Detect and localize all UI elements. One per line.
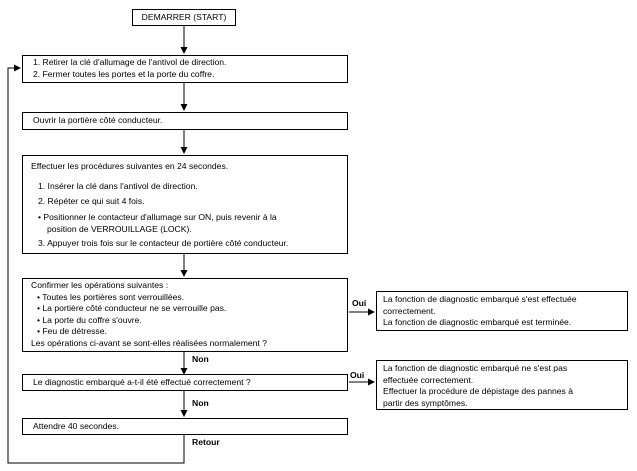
step4-item-2: • La portière côté conducteur ne se verr… [37,303,227,313]
step3-item-bullet-cont: position de VERROUILLAGE (LOCK). [47,224,192,234]
label-retour: Retour [192,437,220,447]
result1-line-3: La fonction de diagnostic embarqué est t… [383,317,572,327]
label-oui-2: Oui [350,370,365,380]
step3-box: Effectuer les procédures suivantes en 24… [22,155,348,254]
label-non-2: Non [192,398,209,408]
step1-line-1: 1. Retirer la clé d'allumage de l'antivo… [33,57,227,67]
result1-line-2: correctement. [383,305,436,316]
result2-line-3: Effectuer la procédure de dépistage des … [383,386,573,396]
step4-item-3: • La porte du coffre s'ouvre. [37,314,142,325]
arrow-retour-loop [7,64,185,464]
result1-line-1: La fonction de diagnostic embarqué s'est… [383,294,577,304]
step6-box: Attendre 40 secondes. [22,418,348,435]
step4-item-4: • Feu de détresse. [37,326,107,336]
result2-line-4: partir des symptômes. [383,397,468,408]
step3-item-bullet: • Positionner le contacteur d'allumage s… [38,212,277,222]
step4-box: Confirmer les opérations suivantes : • T… [22,278,348,352]
step4-item-1: • Toutes les portières sont verrouillées… [37,291,185,302]
step3-item-2: 2. Répéter ce qui suit 4 fois. [38,196,145,206]
step1-box: 1. Retirer la clé d'allumage de l'antivo… [22,55,348,83]
start-box: DEMARRER (START) [132,9,236,26]
step3-intro: Effectuer les procédures suivantes en 24… [31,161,229,171]
step2-box: Ouvrir la portière côté conducteur. [22,112,348,130]
label-oui-1: Oui [352,298,367,308]
result1-box: La fonction de diagnostic embarqué s'est… [376,291,628,331]
step6-text: Attendre 40 secondes. [33,421,119,431]
step3-item-1: 1. Insérer la clé dans l'antivol de dire… [38,181,198,191]
start-label: DEMARRER (START) [141,12,227,22]
label-non-1: Non [192,354,209,364]
step4-intro: Confirmer les opérations suivantes : [31,280,169,290]
step3-item-3: 3. Appuyer trois fois sur le contacteur … [38,238,289,248]
result2-line-2: effectuée correctement. [383,374,474,385]
step4-question: Les opérations ci-avant se sont-elles ré… [31,337,267,348]
result2-line-1: La fonction de diagnostic embarqué ne s'… [383,363,568,373]
step2-text: Ouvrir la portière côté conducteur. [33,115,163,125]
result2-box: La fonction de diagnostic embarqué ne s'… [376,360,628,410]
step1-line-2: 2. Fermer toutes les portes et la porte … [33,68,215,79]
step5-box: Le diagnostic embarqué a-t-il été effect… [22,374,348,391]
step5-text: Le diagnostic embarqué a-t-il été effect… [33,377,251,387]
